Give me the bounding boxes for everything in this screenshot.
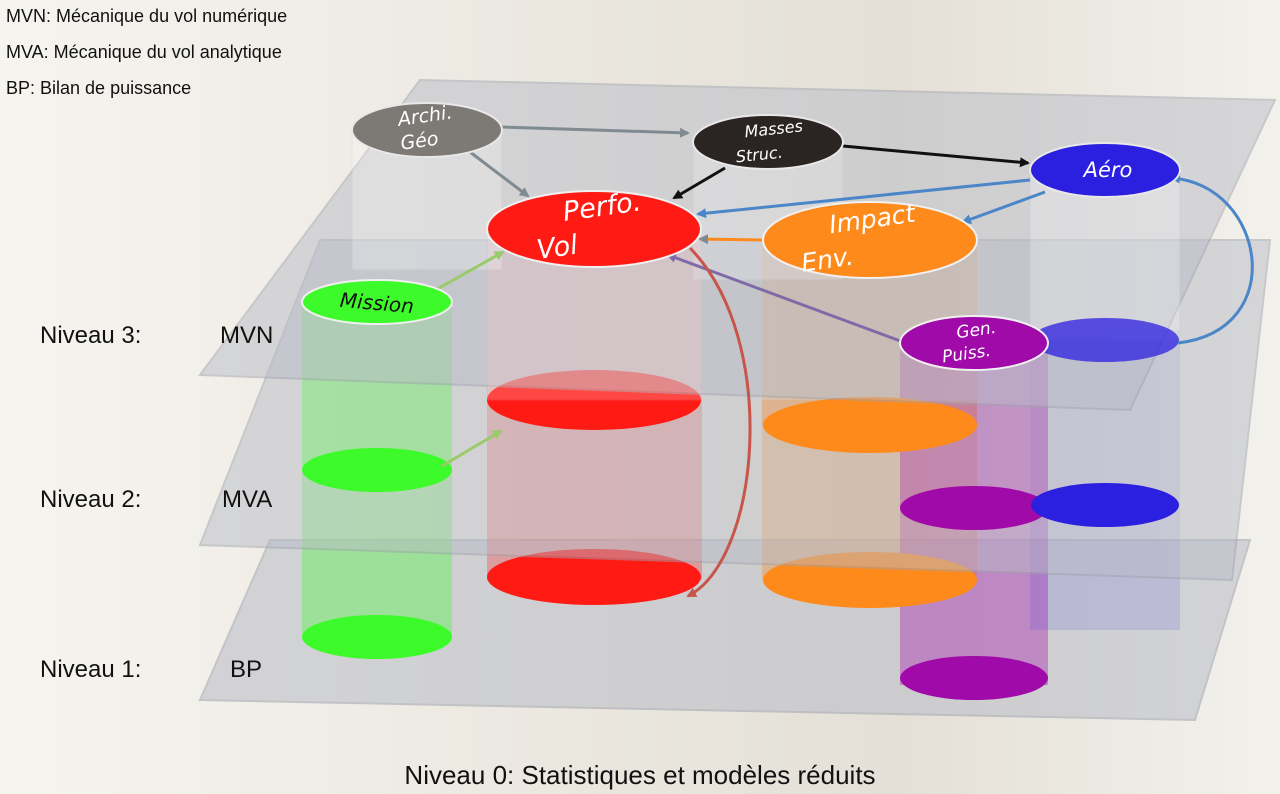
node-archi-geo: Archi. Géo	[351, 101, 503, 158]
arrow-archi-masses	[501, 125, 690, 138]
legend-mvn: MVN: Mécanique du vol numérique	[6, 6, 288, 26]
node-aero-label: Aéro	[1082, 158, 1133, 182]
node-masses-struc: Masses Struc.	[692, 114, 844, 170]
node-perfo-line2: Vol	[535, 230, 580, 266]
arrow-aero-impact	[961, 190, 1046, 224]
arrow-archi-perfo	[469, 150, 530, 198]
node-impact-line2: Env.	[799, 242, 855, 278]
level-2-code: MVA	[222, 486, 273, 513]
disc-aero-lower	[1031, 318, 1179, 362]
level-3-label: Niveau 3:	[40, 322, 142, 349]
arrow-aero-loop	[1170, 173, 1254, 345]
arrow-impact-perfo	[698, 234, 763, 245]
arrow-masses-perfo	[672, 166, 726, 200]
nodes: Archi. Géo Masses Struc. Aéro Perfo. Vol…	[301, 101, 1181, 371]
node-impact-env: Impact Env.	[762, 198, 978, 279]
node-masses-line2: Struc.	[735, 143, 784, 167]
node-mission: Mission	[301, 279, 453, 325]
level-0-caption: Niveau 0: Statistiques et modèles réduit…	[404, 760, 876, 790]
arrow-perfo-loop	[686, 246, 752, 598]
legend-mva: MVA: Mécanique du vol analytique	[6, 42, 282, 62]
arrow-mission2-perfo2	[441, 429, 503, 468]
level-2-label: Niveau 2:	[40, 486, 142, 513]
legend-bp: BP: Bilan de puissance	[6, 78, 192, 98]
arrow-masses-aero	[842, 144, 1030, 168]
level-3-code: MVN	[220, 322, 274, 349]
arrows	[424, 125, 1254, 598]
level-1-code: BP	[230, 656, 263, 683]
node-gen-puiss: Gen. Puiss.	[899, 315, 1049, 371]
level-1-label: Niveau 1:	[40, 656, 142, 683]
node-archi-line2: Géo	[399, 128, 440, 155]
arrow-aero-perfo	[696, 178, 1031, 219]
node-aero: Aéro	[1029, 142, 1181, 198]
node-perfo-vol: Perfo. Vol	[486, 186, 702, 268]
